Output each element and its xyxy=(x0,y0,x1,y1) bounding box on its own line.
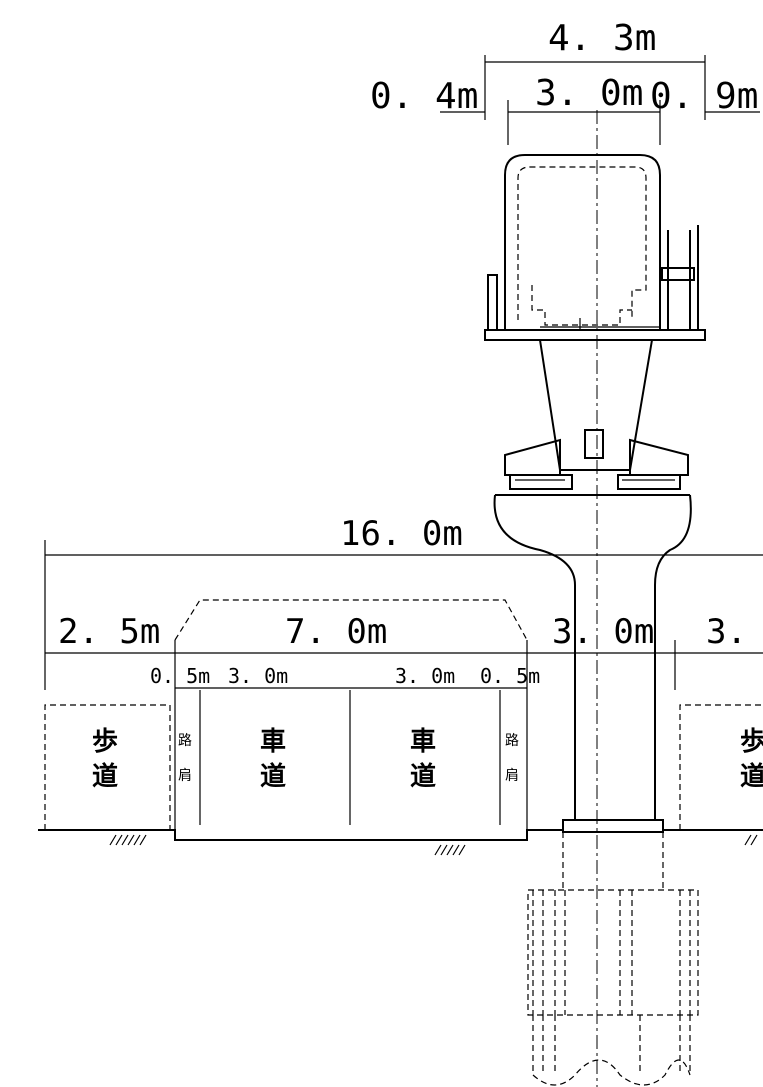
pier-structure xyxy=(493,110,699,1087)
sidewalk-right-label-bottom: 道 xyxy=(740,761,763,792)
lane-right-dim: 3. 0m xyxy=(395,664,455,688)
lane-left-dim: 3. 0m xyxy=(228,664,288,688)
lane-left-label-top: 車 xyxy=(260,727,286,757)
shoulder-left-label-top: 路 xyxy=(178,733,192,749)
lane-left-label-bottom: 道 xyxy=(260,761,286,792)
lane-right-label-top: 車 xyxy=(410,727,436,757)
shoulder-left-label-bottom: 肩 xyxy=(178,768,192,784)
shoulder-right-label-top: 路 xyxy=(505,733,519,749)
shoulder-right-label-bottom: 肩 xyxy=(505,768,519,784)
sidewalk-left-label-top: 歩 xyxy=(92,727,118,757)
shoulder-right-dim: 0. 5m xyxy=(480,664,540,688)
sidewalk-left-label-bottom: 道 xyxy=(92,761,118,792)
road-section xyxy=(38,599,763,856)
shoulder-left-dim: 0. 5m xyxy=(150,664,210,688)
dimension-lines xyxy=(44,55,763,690)
girder-center-dim: 3. 0m xyxy=(535,73,643,114)
carriageway-dim: 7. 0m xyxy=(285,612,387,652)
sidewalk-left-dim: 2. 5m xyxy=(58,612,160,652)
girder-total-dim: 4. 3m xyxy=(548,18,656,59)
sidewalk-right-label-top: 歩 xyxy=(740,727,763,757)
road-total-dim: 16. 0m xyxy=(340,514,463,554)
sidewalk-right-dim: 3. xyxy=(706,612,747,652)
girder-structure xyxy=(484,154,706,341)
lane-right-label-bottom: 道 xyxy=(410,761,436,792)
girder-left-dim: 0. 4m xyxy=(370,76,478,117)
girder-right-dim: 0. 9m xyxy=(650,76,758,117)
median-dim: 3. 0m xyxy=(552,612,654,652)
